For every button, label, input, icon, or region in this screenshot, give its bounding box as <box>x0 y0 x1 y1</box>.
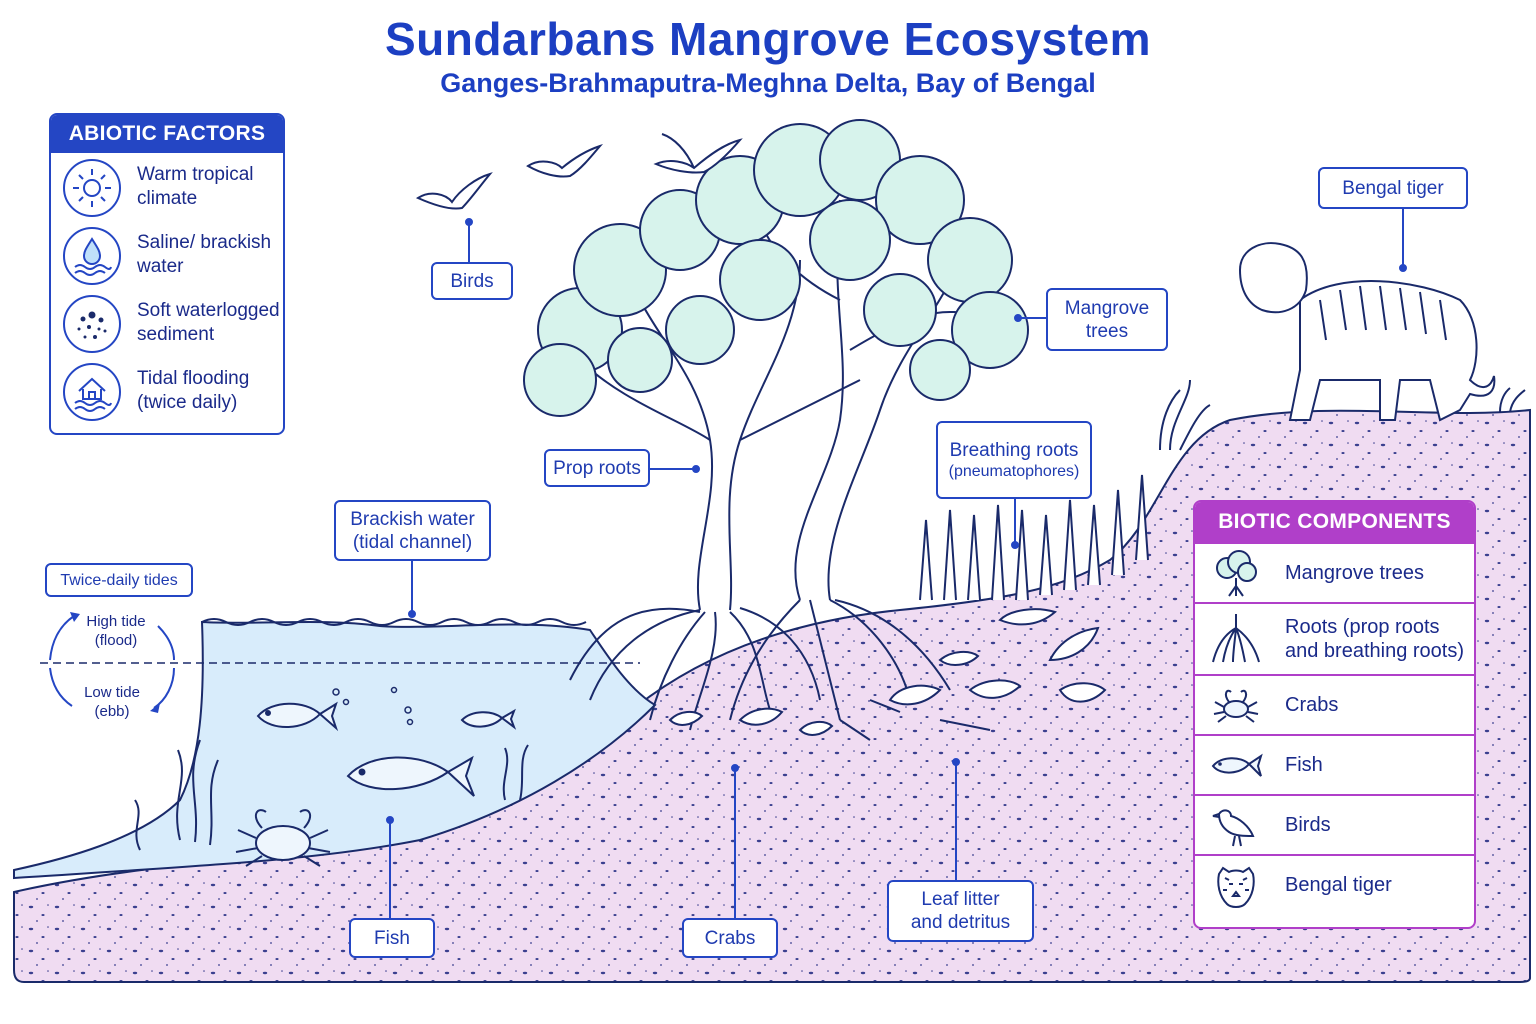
water-drop-icon <box>63 227 121 285</box>
biotic-item-text: Fish <box>1285 754 1323 776</box>
abiotic-item: Saline/ brackish water <box>51 221 283 289</box>
seaweed <box>134 739 529 851</box>
abiotic-item-text: Soft waterlogged sediment <box>137 300 280 345</box>
biotic-item: Crabs <box>1195 674 1474 734</box>
fish-medium <box>256 701 339 732</box>
pneumatophores-text: (pneumatophores) <box>948 462 1080 480</box>
breathing-roots-label: Breathing roots (pneumatophores) <box>936 421 1092 499</box>
fish-small <box>460 708 517 730</box>
biotic-item-text: Mangrove trees <box>1285 562 1424 584</box>
crab-icon <box>1205 682 1267 738</box>
biotic-item: Fish <box>1195 734 1474 794</box>
bubbles <box>332 686 414 726</box>
biotic-item: Birds <box>1195 794 1474 854</box>
crab-underwater <box>235 809 331 867</box>
abiotic-item-text: Saline/ brackish water <box>137 232 272 277</box>
leaf-litter-label: Leaf litter and detritus <box>887 880 1034 942</box>
low-tide-text: Low tide (ebb) <box>72 683 152 721</box>
biotic-item-text: Crabs <box>1285 694 1339 716</box>
ebb-label: (ebb) <box>94 703 130 720</box>
biotic-components-panel: BIOTIC COMPONENTS Mangrove trees Roots (… <box>1193 500 1476 929</box>
biotic-item-text: Roots (prop roots and breathing roots) <box>1285 616 1465 662</box>
mangrove-trees-label: Mangrove trees <box>1046 288 1168 351</box>
roots-icon <box>1205 610 1267 666</box>
high-tide-label: High tide <box>86 613 146 630</box>
abiotic-item: Tidal flooding (twice daily) <box>51 357 283 425</box>
fish-label: Fish <box>349 918 435 958</box>
abiotic-item-text: Warm tropical climate <box>137 164 254 209</box>
biotic-item: Roots (prop roots and breathing roots) <box>1195 602 1474 674</box>
flooding-house-icon <box>63 363 121 421</box>
fish-icon <box>1205 742 1267 798</box>
crabs-label: Crabs <box>682 918 778 958</box>
diagram-title: Sundarbans Mangrove Ecosystem <box>384 13 1152 65</box>
low-tide-label: Low tide <box>84 684 140 701</box>
bengal-tiger-drawing <box>1238 242 1496 422</box>
high-tide-arrow <box>49 615 75 661</box>
brackish-water-text: Brackish water <box>350 508 475 530</box>
bird-icon <box>1205 802 1267 858</box>
sun-icon <box>63 159 121 217</box>
pneumatophores-drawing <box>919 474 1149 601</box>
biotic-heading: BIOTIC COMPONENTS <box>1195 502 1474 542</box>
abiotic-item: Warm tropical climate <box>51 153 283 221</box>
biotic-item: Mangrove trees <box>1195 542 1474 602</box>
abiotic-heading: ABIOTIC FACTORS <box>51 115 283 153</box>
high-tide-text: High tide (flood) <box>76 612 156 650</box>
water-channel <box>13 620 657 880</box>
brackish-water-label: Brackish water (tidal channel) <box>334 500 491 561</box>
breathing-roots-text: Breathing roots <box>949 439 1079 461</box>
grass <box>1159 379 1526 451</box>
bengal-tiger-label: Bengal tiger <box>1318 167 1468 209</box>
sediment-icon <box>63 295 121 353</box>
twice-daily-tides-label: Twice-daily tides <box>45 563 193 597</box>
flood-label: (flood) <box>94 632 138 649</box>
biotic-item-text: Bengal tiger <box>1285 874 1392 896</box>
leaf-litter-drawing <box>668 608 1107 741</box>
biotic-item: Bengal tiger <box>1195 854 1474 914</box>
prop-roots-label: Prop roots <box>544 449 650 487</box>
low-tide-arrow <box>153 667 175 709</box>
leader-lines <box>386 208 1407 918</box>
tree-icon <box>1205 550 1267 606</box>
birds-flying <box>415 133 743 210</box>
tree-foliage <box>523 119 1029 417</box>
abiotic-item: Soft waterlogged sediment <box>51 289 283 357</box>
abiotic-factors-panel: ABIOTIC FACTORS Warm tropical climate Sa… <box>49 113 285 435</box>
fish-large <box>346 755 475 797</box>
tidal-channel-text: (tidal channel) <box>352 531 473 553</box>
tiger-icon <box>1205 862 1267 918</box>
birds-label: Birds <box>431 262 513 300</box>
diagram-subtitle: Ganges-Brahmaputra-Meghna Delta, Bay of … <box>440 68 1096 98</box>
biotic-item-text: Birds <box>1285 814 1331 836</box>
abiotic-item-text: Tidal flooding (twice daily) <box>137 368 250 413</box>
